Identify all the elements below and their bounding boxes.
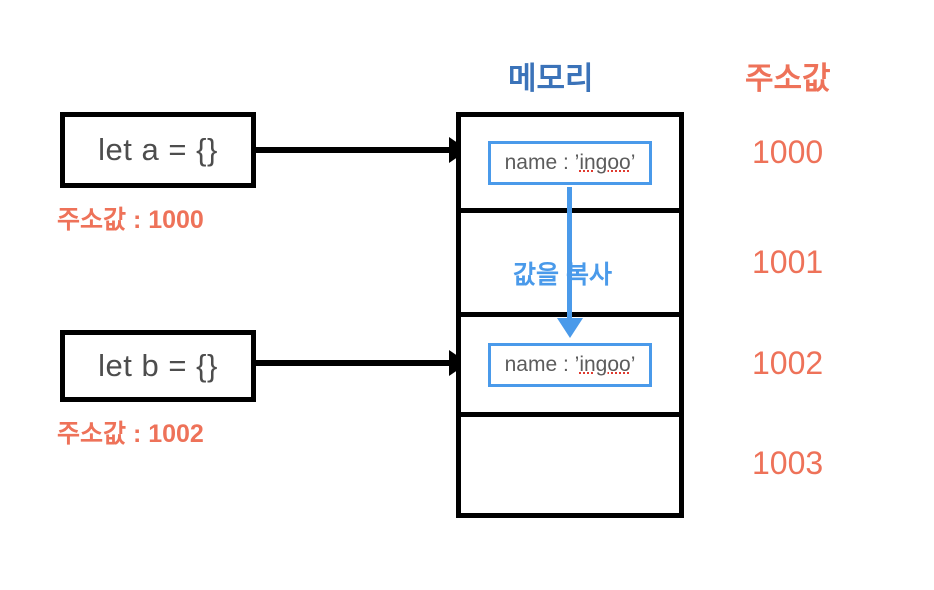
memory-value-suffix-1000: ’ xyxy=(630,150,636,174)
memory-row-1000: name : ’ingoo’ xyxy=(461,117,679,213)
memory-value-word-1002: ingoo xyxy=(579,352,631,376)
memory-value-prefix-1002: name : ’ xyxy=(504,352,580,376)
address-value-1000: 1000 xyxy=(752,134,824,170)
memory-table: name : ’ingoo’ name : ’ingoo’ xyxy=(456,112,684,518)
memory-row-1002: name : ’ingoo’ xyxy=(461,317,679,417)
address-column-title: 주소값 xyxy=(745,61,831,96)
variable-b-address-note: 주소값 : 1002 xyxy=(57,420,204,448)
variable-box-b-code: let b = {} xyxy=(98,348,218,383)
connector-a-line xyxy=(256,147,454,153)
memory-value-box-1000: name : ’ingoo’ xyxy=(487,140,653,185)
memory-title: 메모리 xyxy=(508,61,594,96)
variable-box-a-code: let a = {} xyxy=(98,132,218,167)
variable-a-address-note: 주소값 : 1000 xyxy=(57,206,204,234)
address-value-1002: 1002 xyxy=(752,345,824,381)
memory-value-word-1000: ingoo xyxy=(579,150,631,174)
connector-b-line xyxy=(256,360,454,366)
memory-row-1003 xyxy=(461,417,679,513)
memory-value-text-1002: name : ’ingoo’ xyxy=(505,353,636,376)
address-value-1003: 1003 xyxy=(752,445,824,481)
copy-arrow-line xyxy=(567,187,572,320)
memory-value-box-1002: name : ’ingoo’ xyxy=(487,342,653,387)
memory-value-text-1000: name : ’ingoo’ xyxy=(505,151,636,174)
variable-box-a: let a = {} xyxy=(60,112,256,188)
memory-value-prefix-1000: name : ’ xyxy=(504,150,580,174)
variable-box-b: let b = {} xyxy=(60,330,256,402)
copy-value-label: 값을 복사 xyxy=(513,261,612,289)
memory-value-suffix-1002: ’ xyxy=(630,352,636,376)
address-value-1001: 1001 xyxy=(752,244,824,280)
copy-arrow-head xyxy=(557,318,583,338)
